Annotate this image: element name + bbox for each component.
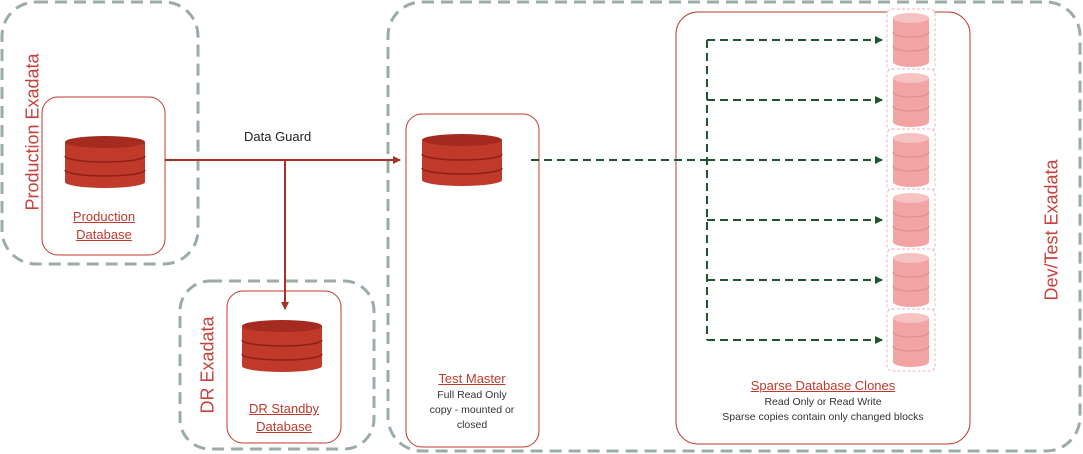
sparse-clone-icon [886,128,936,192]
test-master-desc-line3: closed [456,419,488,431]
devtest-zone [386,0,1082,453]
dr-standby-database-icon [241,319,323,373]
production-db-title-line2: Database [76,227,132,242]
production-zone [0,0,200,266]
sparse-clones-text: Sparse Database Clones Read Only or Read… [686,377,960,425]
test-master-title: Test Master [438,371,506,386]
production-database-icon [64,135,146,189]
production-db-box [41,96,166,256]
sparse-clone-icon [886,188,936,252]
test-master-box [405,113,540,448]
sparse-clones-desc-line1: Read Only or Read Write [764,396,882,408]
sparse-clones-desc-line2: Sparse copies contain only changed block… [722,411,924,423]
production-db-title: Production Database [52,208,156,244]
sparse-clones-title: Sparse Database Clones [750,378,896,393]
production-zone-label: Production Exadata [22,53,43,211]
production-db-title-line1: Production [72,209,136,224]
dr-standby-title-line2: Database [256,419,312,434]
data-guard-label: Data Guard [244,129,312,144]
dr-zone [178,279,376,451]
devtest-zone-label: Dev/Test Exadata [1041,159,1062,301]
test-master-desc-line2: copy - mounted or [429,404,515,416]
sparse-clone-icon [886,8,936,72]
dr-standby-title-line1: DR Standby [248,401,320,416]
test-master-desc-line1: Full Read Only [437,389,507,401]
dr-zone-label: DR Exadata [197,316,218,414]
sparse-clone-icon [886,68,936,132]
sparse-clone-icon [886,248,936,312]
test-master-text: Test Master Full Read Only copy - mounte… [411,370,533,433]
sparse-clone-icon [886,308,936,372]
test-master-database-icon [421,133,503,187]
sparse-clones-box [675,11,971,445]
dr-standby-title: DR Standby Database [232,400,336,436]
